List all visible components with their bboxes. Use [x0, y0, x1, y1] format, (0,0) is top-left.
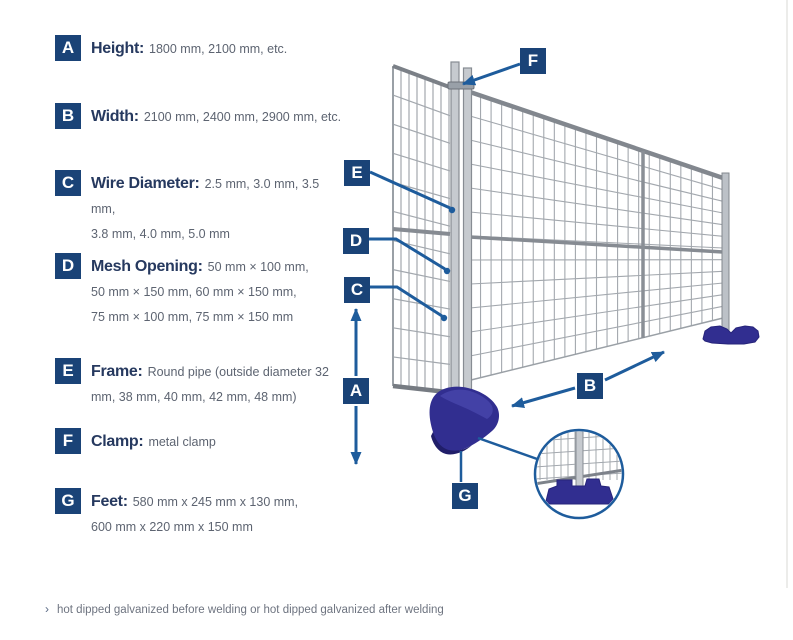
spec-key-g: G [55, 488, 81, 514]
callout-b: B [577, 373, 603, 399]
spec-text-wire-diameter: Wire Diameter:2.5 mm, 3.0 mm, 3.5 mm, 3.… [91, 171, 343, 247]
right-panel-mesh [469, 95, 724, 378]
spec-key-e: E [55, 358, 81, 384]
spec-term: Feet: [91, 493, 128, 510]
spec-row-wire-diameter: C Wire Diameter:2.5 mm, 3.0 mm, 3.5 mm, … [55, 170, 343, 247]
leader-e [369, 170, 451, 210]
leader-d [369, 237, 446, 271]
spec-text-mesh-opening: Mesh Opening:50 mm × 100 mm, 50 mm × 150… [91, 254, 323, 330]
spec-term: Height: [91, 40, 145, 57]
leader-dots [440, 206, 456, 322]
chevron-icon: › [45, 602, 49, 616]
spec-text-width: Width: 2100 mm, 2400 mm, 2900 mm, etc. [91, 104, 411, 130]
spec-row-width: B Width: 2100 mm, 2400 mm, 2900 mm, etc. [55, 103, 411, 130]
callout-leaders [350, 62, 665, 482]
spec-text-frame: Frame:Round pipe (outside diameter 32 mm… [91, 359, 339, 410]
leader-c [370, 285, 443, 318]
spec-row-frame: E Frame:Round pipe (outside diameter 32 … [55, 358, 339, 410]
end-post [721, 172, 730, 332]
spec-key-a: A [55, 35, 81, 61]
width-arrow-right [604, 350, 665, 382]
callout-c: C [344, 277, 370, 303]
spec-term: Frame: [91, 363, 143, 380]
spec-value: 580 mm x 245 mm x 130 mm, 600 mm x 220 m… [91, 495, 299, 534]
spec-row-mesh-opening: D Mesh Opening:50 mm × 100 mm, 50 mm × 1… [55, 253, 323, 330]
spec-value: 50 mm × 100 mm, 50 mm × 150 mm, 60 mm × … [91, 260, 309, 324]
right-panel-frame [469, 89, 730, 381]
width-arrow-left [511, 386, 576, 408]
spec-key-f: F [55, 428, 81, 454]
spec-term: Clamp: [91, 433, 144, 450]
leader-f-arrow [462, 62, 521, 86]
footer-note-text: hot dipped galvanized before welding or … [57, 604, 444, 616]
fence-diagram [350, 61, 760, 520]
spec-key-b: B [55, 103, 81, 129]
spec-text-height: Height: 1800 mm, 2100 mm, etc. [91, 36, 411, 62]
spec-term: Mesh Opening: [91, 258, 203, 275]
spec-key-c: C [55, 170, 81, 196]
left-panel-frame [392, 64, 453, 395]
page-edge-line [786, 0, 788, 588]
spec-value: 1800 mm, 2100 mm, etc. [149, 42, 288, 56]
spec-key-d: D [55, 253, 81, 279]
footer-note: › hot dipped galvanized before welding o… [45, 602, 444, 616]
callout-g: G [452, 483, 478, 509]
spec-text-feet: Feet:580 mm x 245 mm x 130 mm, 600 mm x … [91, 489, 311, 540]
callout-f: F [520, 48, 546, 74]
spec-term: Wire Diameter: [91, 175, 200, 192]
center-posts [447, 61, 475, 399]
spec-row-height: A Height: 1800 mm, 2100 mm, etc. [55, 35, 411, 62]
spec-row-clamp: F Clamp: metal clamp [55, 428, 411, 455]
callout-e: E [344, 160, 370, 186]
spec-term: Width: [91, 108, 139, 125]
spec-row-feet: G Feet:580 mm x 245 mm x 130 mm, 600 mm … [55, 488, 311, 540]
foot-detail-callout [477, 428, 625, 520]
spec-value: 2.5 mm, 3.0 mm, 3.5 mm, 3.8 mm, 4.0 mm, … [91, 177, 320, 241]
spec-value: 2100 mm, 2400 mm, 2900 mm, etc. [143, 110, 342, 124]
callout-a: A [343, 378, 369, 404]
center-foot [429, 386, 500, 455]
spec-value: Round pipe (outside diameter 32 mm, 38 m… [91, 365, 329, 404]
callout-d: D [343, 228, 369, 254]
spec-value: metal clamp [148, 435, 216, 449]
right-foot [702, 325, 760, 345]
spec-text-clamp: Clamp: metal clamp [91, 429, 411, 455]
